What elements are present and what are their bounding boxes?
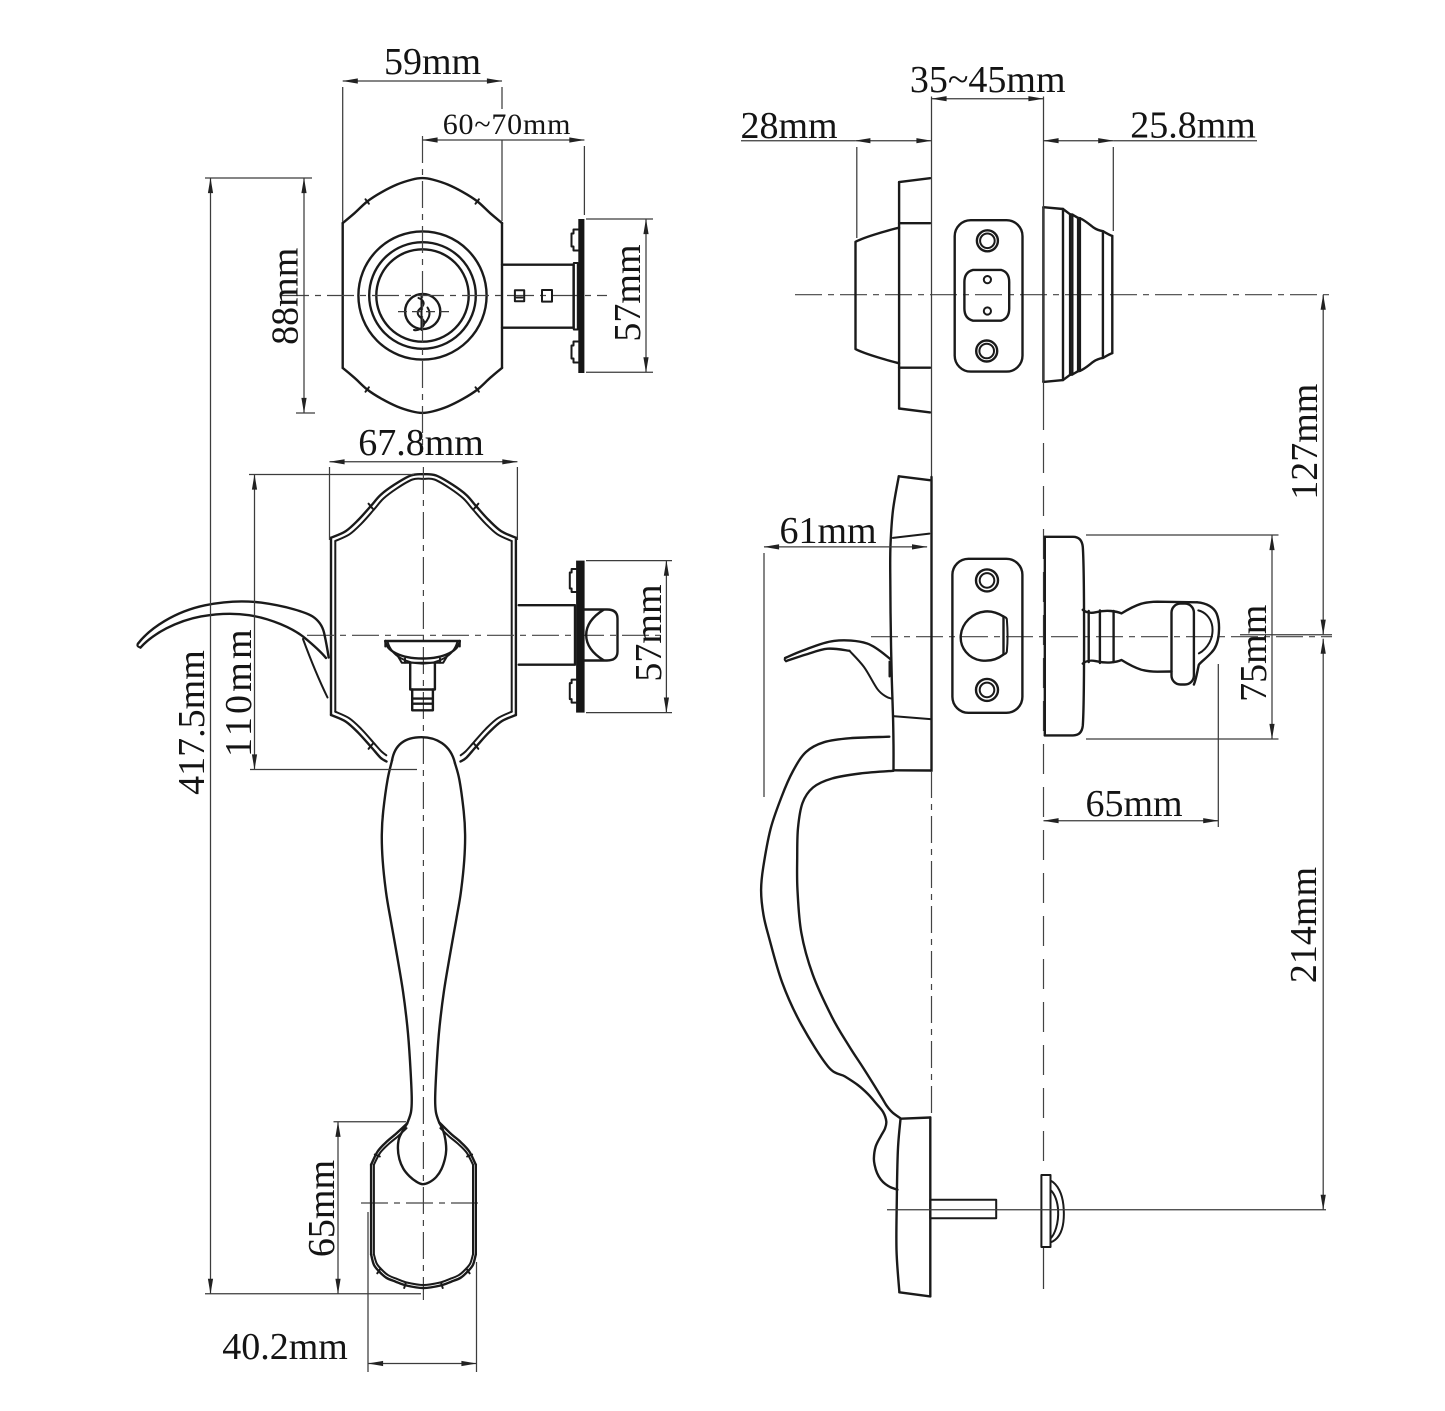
svg-text:67.8mm: 67.8mm: [358, 422, 484, 464]
svg-text:35~45mm: 35~45mm: [910, 59, 1066, 101]
svg-text:40.2mm: 40.2mm: [222, 1326, 348, 1368]
svg-text:127mm: 127mm: [1284, 384, 1326, 500]
svg-text:28mm: 28mm: [740, 105, 837, 147]
svg-text:88mm: 88mm: [265, 248, 307, 345]
svg-text:60~70mm: 60~70mm: [443, 108, 572, 141]
svg-text:57mm: 57mm: [628, 584, 670, 681]
svg-text:61mm: 61mm: [779, 510, 876, 552]
svg-text:65mm: 65mm: [301, 1160, 343, 1257]
svg-text:110mm: 110mm: [218, 626, 260, 757]
svg-text:65mm: 65mm: [1085, 783, 1182, 825]
svg-text:25.8mm: 25.8mm: [1130, 105, 1256, 147]
svg-text:417.5mm: 417.5mm: [171, 650, 213, 795]
svg-text:75mm: 75mm: [1233, 605, 1275, 702]
svg-text:59mm: 59mm: [384, 41, 481, 83]
svg-text:57mm: 57mm: [607, 244, 649, 341]
svg-text:214mm: 214mm: [1283, 867, 1325, 983]
